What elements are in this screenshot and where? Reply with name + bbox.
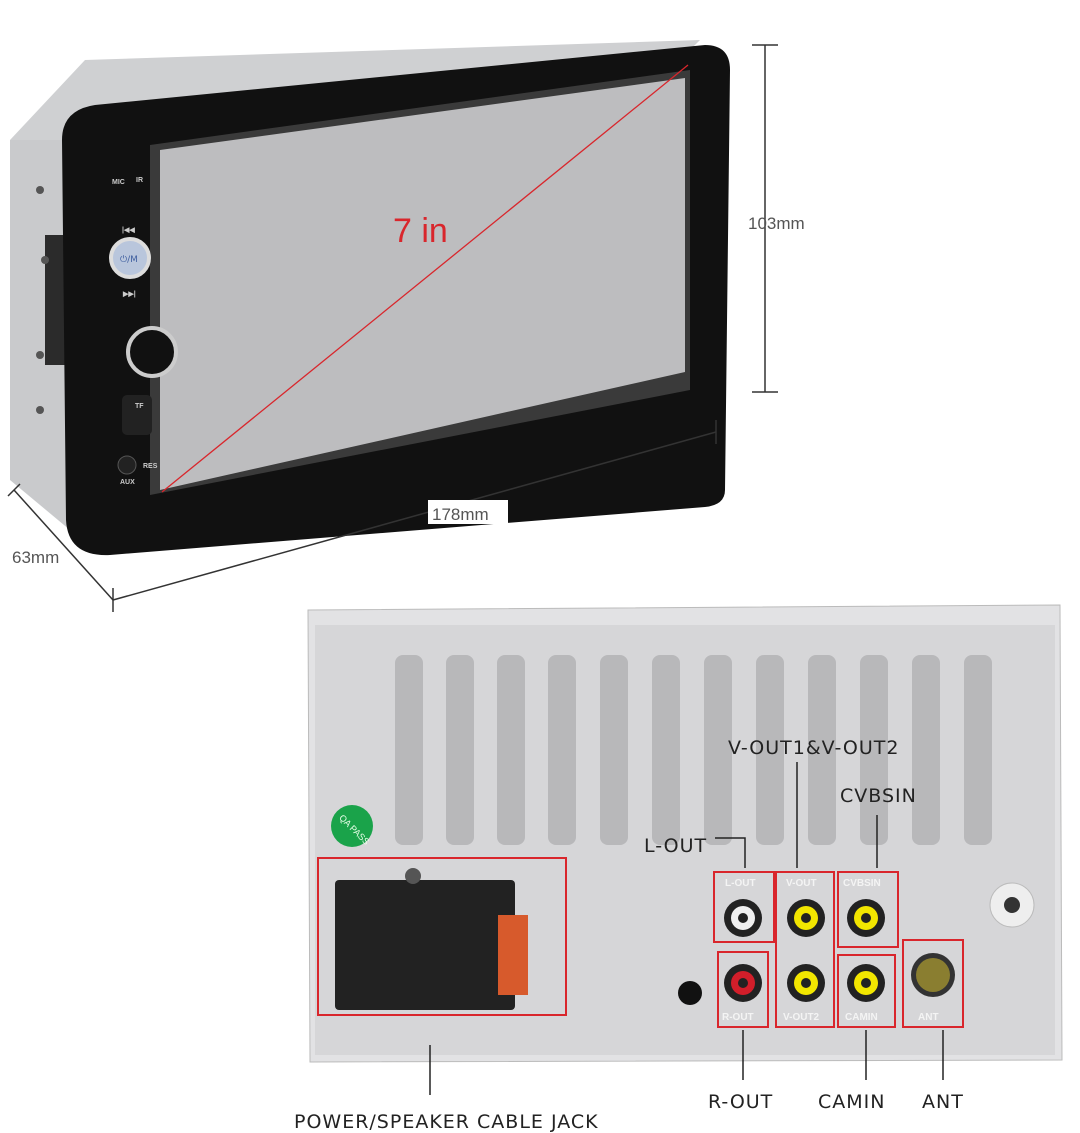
- power-mode-label: ⏻/M: [120, 254, 138, 265]
- front-unit: 7 in MIC IR |◀◀ ⏻/M ▶▶| TF AUX RES 103mm…: [7, 40, 805, 612]
- l-out-highlight: [713, 871, 775, 943]
- cvbsin-port-label: CVBSIN: [843, 878, 881, 889]
- cvbsin-highlight: [837, 871, 899, 948]
- r-out-callout: R-OUT: [708, 1091, 773, 1113]
- aux-jack[interactable]: [117, 455, 137, 475]
- volume-knob[interactable]: [126, 326, 178, 378]
- power-callout: POWER/SPEAKER CABLE JACK: [294, 1111, 599, 1133]
- screw-icon: [405, 868, 421, 884]
- height-dimension-line: [752, 44, 778, 393]
- r-out-highlight: [717, 951, 769, 1028]
- ant-port-label: ANT: [918, 1012, 939, 1023]
- mic-label: MIC: [112, 179, 125, 186]
- callout-lines: [429, 762, 944, 1095]
- side-holes: [36, 186, 49, 414]
- height-dimension: 103mm: [748, 214, 805, 233]
- res-label: RES: [143, 463, 158, 470]
- power-mode-button[interactable]: [109, 237, 151, 279]
- v-out1-port-label: V-OUT: [786, 878, 817, 889]
- v-out-highlight: [775, 871, 835, 1028]
- gps-jack[interactable]: [678, 981, 702, 1005]
- depth-dimension: 63mm: [12, 548, 59, 567]
- aux-label: AUX: [120, 479, 135, 486]
- rear-unit: QA PASS L-OUT V-OUT CVBSIN R-OUT V-OUT2 …: [294, 604, 1063, 1133]
- r-out-port-label: R-OUT: [722, 1012, 754, 1023]
- camin-callout: CAMIN: [818, 1091, 885, 1113]
- l-out-port-label: L-OUT: [725, 878, 756, 889]
- camin-port-label: CAMIN: [845, 1012, 878, 1023]
- cvbsin-callout: CVBSIN: [840, 785, 917, 807]
- rca-ports: L-OUT V-OUT CVBSIN R-OUT V-OUT2 CAMIN AN…: [713, 871, 1035, 1028]
- heat-fins: [395, 655, 992, 845]
- width-dimension: 178mm: [432, 505, 489, 524]
- qa-pass-badge: [331, 805, 373, 847]
- power-jack-highlight: [317, 857, 567, 1016]
- screen-size-label: 7 in: [393, 212, 448, 250]
- l-out-callout: L-OUT: [644, 835, 707, 857]
- tf-slot[interactable]: [122, 395, 152, 435]
- next-track-icon: ▶▶|: [122, 291, 136, 298]
- power-speaker-connector[interactable]: [335, 880, 515, 1010]
- tf-label: TF: [135, 403, 144, 410]
- fuse: [498, 915, 528, 995]
- camin-highlight: [837, 954, 896, 1028]
- ant-callout: ANT: [922, 1091, 964, 1113]
- ir-label: IR: [136, 177, 143, 184]
- depth-dimension-line: [7, 483, 114, 601]
- v-out2-port-label: V-OUT2: [783, 1012, 820, 1023]
- diagonal-line: [161, 64, 689, 493]
- ant-highlight: [902, 939, 964, 1028]
- prev-track-icon: |◀◀: [122, 227, 135, 234]
- v-out-callout: V-OUT1&V-OUT2: [728, 737, 899, 759]
